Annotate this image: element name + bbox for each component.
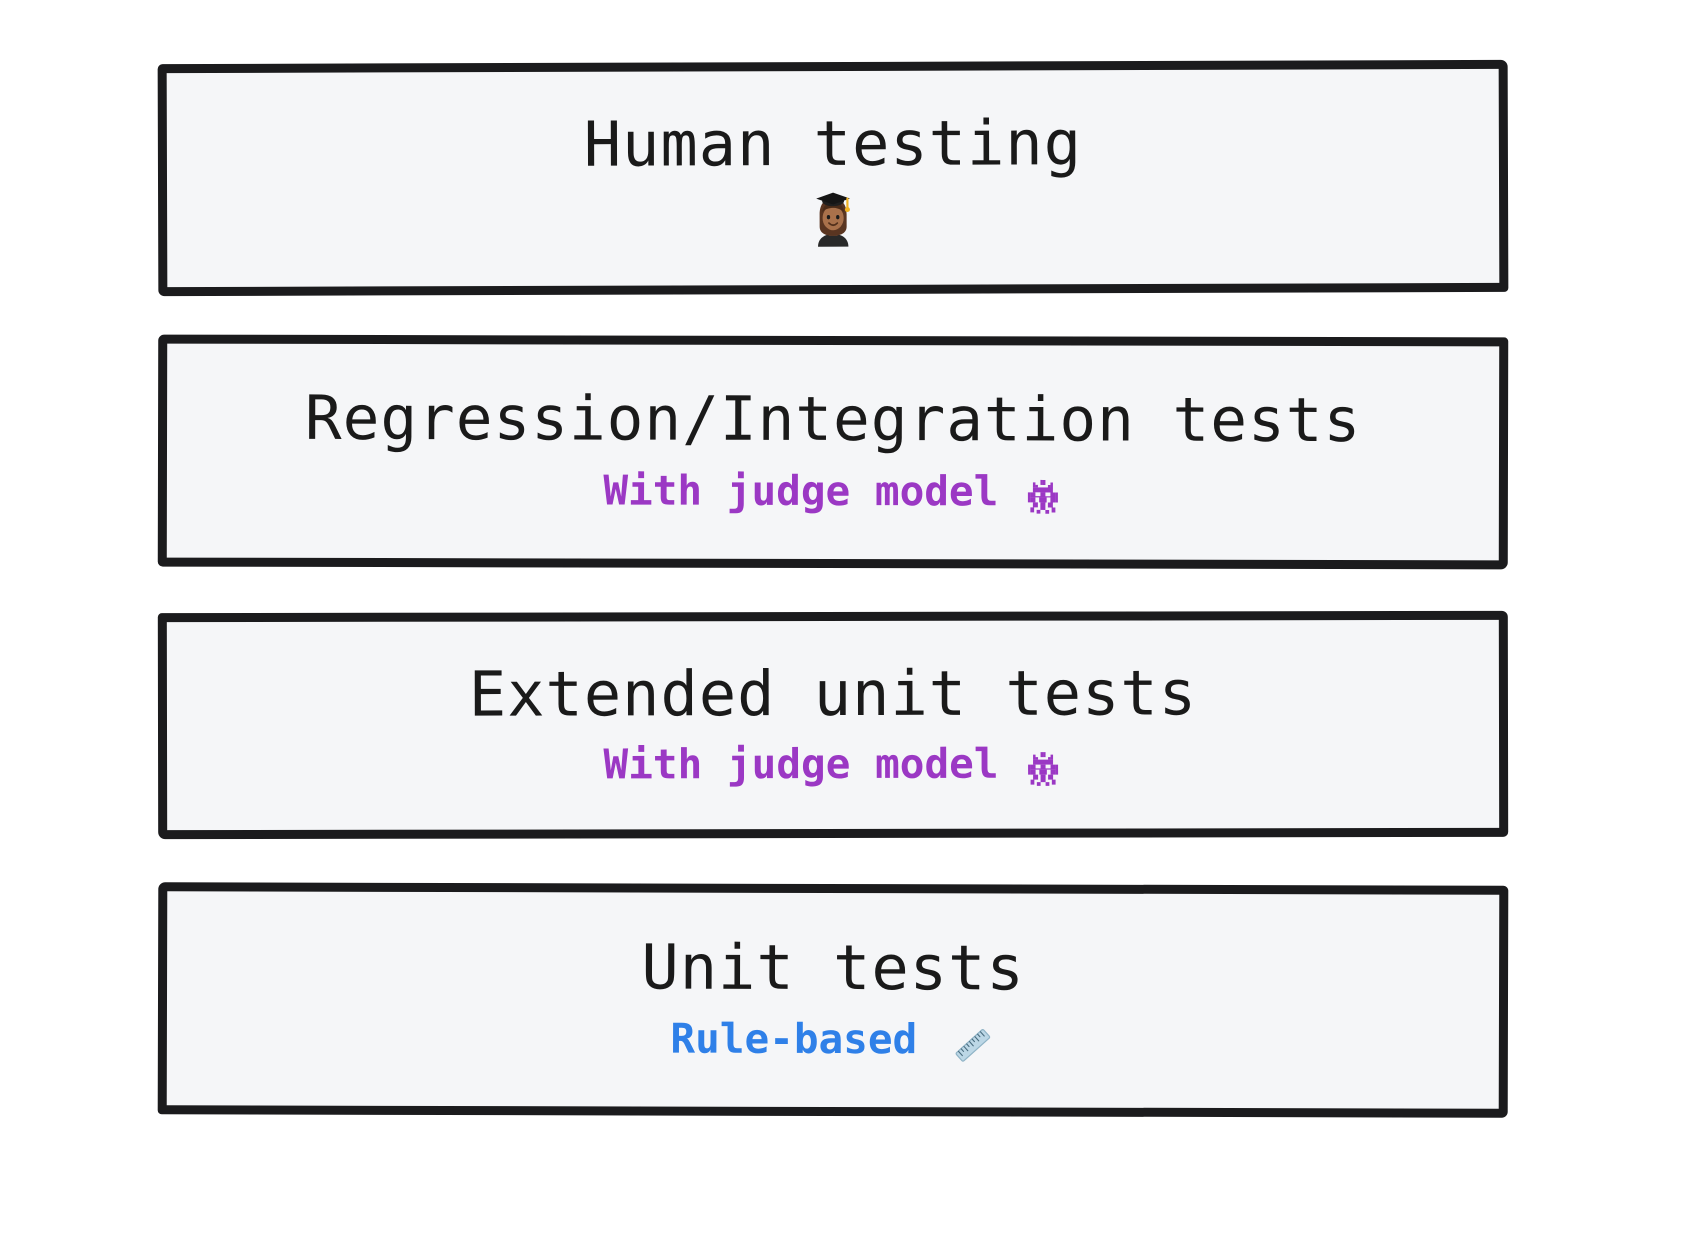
layer-content: Human testing <box>167 106 1499 249</box>
graduate-emoji <box>167 187 1499 249</box>
layer-content: Unit tests Rule-based <box>167 930 1499 1069</box>
alien-monster-emoji <box>998 745 1062 791</box>
layer-subtitle-wrapper: With judge model <box>167 740 1499 792</box>
layer-box-extended-unit-tests[interactable]: Extended unit tests With judge model <box>157 610 1509 840</box>
layer-subtitle: With judge model <box>603 740 999 789</box>
layer-content: Extended unit tests With judge model <box>167 656 1499 793</box>
layer-subtitle-wrapper: Rule-based <box>167 1014 1499 1068</box>
straight-ruler-emoji <box>927 1020 995 1066</box>
layer-box-unit-tests[interactable]: Unit tests Rule-based <box>157 882 1509 1118</box>
layer-box-human-testing[interactable]: Human testing <box>157 59 1509 297</box>
layer-title: Human testing <box>583 106 1083 182</box>
layer-title: Regression/Integration tests <box>304 383 1362 457</box>
layer-content: Regression/Integration tests With judge … <box>167 383 1499 519</box>
layer-subtitle-wrapper: With judge model <box>167 466 1499 519</box>
layer-title: Unit tests <box>641 930 1025 1005</box>
layer-box-regression-integration-tests[interactable]: Regression/Integration tests With judge … <box>157 334 1509 570</box>
layer-subtitle: With judge model <box>603 466 999 516</box>
layer-subtitle: Rule-based <box>670 1014 918 1063</box>
layer-title: Extended unit tests <box>468 656 1198 731</box>
alien-monster-emoji <box>998 472 1062 518</box>
